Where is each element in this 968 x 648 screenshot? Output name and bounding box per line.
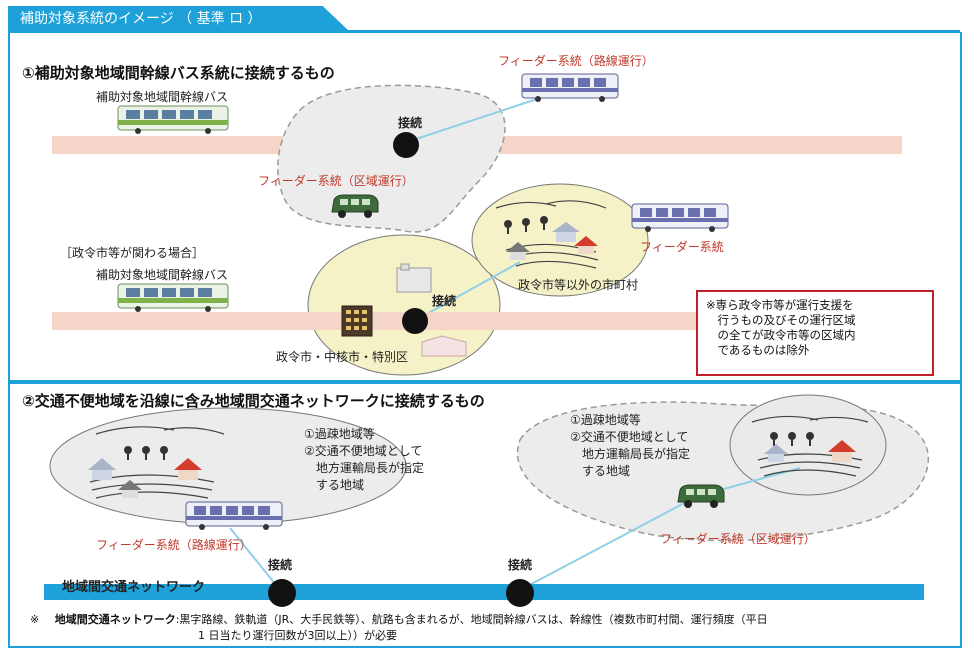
other-municipality-label: 政令市等以外の市町村 — [518, 278, 639, 292]
area-van-icon-2 — [677, 484, 725, 508]
connection-left-label: 接続 — [268, 558, 293, 572]
right-village-zone — [729, 394, 887, 496]
footnote-bold: 地域間交通ネットワーク — [54, 613, 176, 626]
connection-label-2: 接続 — [432, 294, 457, 308]
right-area-text: ①過疎地域等 ②交通不便地域として 地方運輸局長が指定 する地域 — [570, 413, 691, 478]
exclusion-note: ※専ら政令市等が運行支援を 行うもの及びその運行区域 の全てが政令市等の区域内 … — [696, 290, 934, 376]
section1-frame — [8, 32, 962, 382]
network-bar — [44, 584, 924, 600]
village-icon-1 — [495, 200, 607, 269]
feeder-route-line-2 — [415, 261, 521, 321]
building-icon-2 — [341, 305, 373, 337]
footnote-text: :黒字路線、鉄軌道（JR、大手民鉄等）、航路も含まれるが、地域間幹線バスは、幹線… — [175, 613, 768, 626]
connection-node-3 — [268, 579, 296, 607]
feeder-route-line-4 — [519, 499, 691, 591]
building-icon-1 — [396, 263, 432, 293]
header-title: 補助対象系統のイメージ （ 基準 ロ ） — [8, 6, 350, 32]
footnote-mark: ※ — [30, 613, 40, 626]
feeder-bus-icon-1 — [521, 73, 619, 102]
building-icon-3 — [421, 335, 467, 357]
feeder-bus-icon-3 — [185, 501, 283, 530]
feeder-area-label-1: フィーダー系統（区域運行） — [258, 174, 414, 188]
feeder-label-2: フィーダー系統 — [640, 240, 724, 254]
gov-city-case-label: ［政令市等が関わる場合］ — [60, 246, 205, 260]
feeder-route-label-2: フィーダー系統（路線運行） — [96, 538, 252, 552]
feeder-area-label-2: フィーダー系統（区域運行） — [660, 532, 816, 546]
header-rule — [8, 30, 960, 33]
trunk-bus-label: 補助対象地域間幹線バス — [96, 90, 229, 104]
section2-title: ②交通不便地域を沿線に含み地域間交通ネットワークに接続するもの — [22, 392, 485, 410]
section2-frame — [8, 382, 962, 648]
connection-node-1 — [393, 132, 419, 158]
left-area-text: ①過疎地域等 ②交通不便地域として 地方運輸局長が指定 する地域 — [304, 427, 425, 492]
feeder-area-zone-1 — [277, 84, 506, 233]
trunk-bus-label-2: 補助対象地域間幹線バス — [96, 268, 229, 282]
village-icon-2 — [88, 426, 225, 499]
footnote: ※ 地域間交通ネットワーク:黒字路線、鉄軌道（JR、大手民鉄等）、航路も含まれる… — [30, 612, 950, 628]
section1-title: ①補助対象地域間幹線バス系統に接続するもの — [22, 64, 335, 82]
feeder-route-line-1 — [412, 97, 541, 141]
trunk-bus-icon-2 — [117, 283, 229, 312]
connection-right-label: 接続 — [508, 558, 533, 572]
footnote-text-2: 1 日当たり運行回数が3回以上））が必要 — [198, 629, 397, 642]
connection-label-1: 接続 — [398, 116, 423, 130]
network-label: 地域間交通ネットワーク — [62, 580, 206, 595]
area-van-icon-1 — [331, 194, 379, 218]
feeder-route-label-1: フィーダー系統（路線運行） — [498, 54, 654, 68]
gov-city-label: 政令市・中核市・特別区 — [276, 350, 409, 364]
connection-node-4 — [506, 579, 534, 607]
feeder-route-line-3 — [229, 527, 281, 591]
trunk-road-2 — [52, 312, 732, 330]
village-icon-3 — [751, 415, 869, 477]
connection-node-2 — [402, 308, 428, 334]
trunk-bus-icon — [117, 105, 229, 134]
feeder-bus-icon-2 — [631, 203, 729, 232]
